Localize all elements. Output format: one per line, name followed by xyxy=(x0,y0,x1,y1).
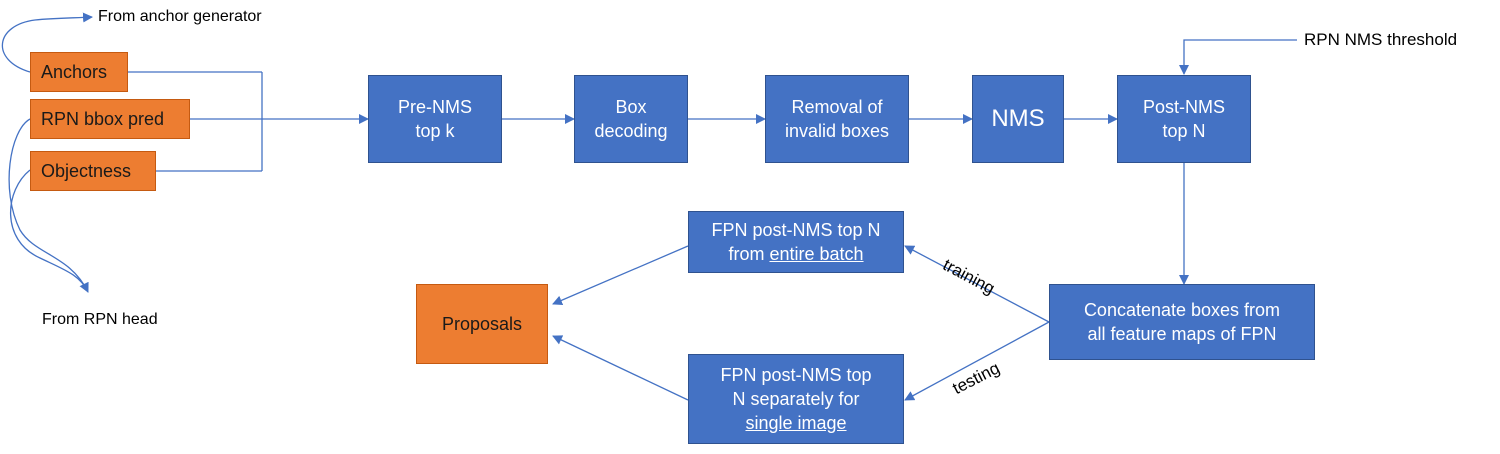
training-box-line-2: from entire batch xyxy=(728,242,863,266)
rpn-head-connector-2 xyxy=(9,169,89,293)
rpn-head-connector-1 xyxy=(8,118,89,293)
testing-to-proposals-arrow xyxy=(552,335,689,401)
fpn-testing-box: FPN post-NMS top N separately for single… xyxy=(688,354,904,444)
concat-to-training-arrow xyxy=(904,245,1050,323)
fpn-training-box: FPN post-NMS top N from entire batch xyxy=(688,211,904,273)
pre-nms-line-1: Pre-NMS xyxy=(397,97,472,117)
training-to-proposals-arrow xyxy=(552,245,689,306)
anchors-box: Anchors xyxy=(30,52,128,92)
rpn-bbox-pred-label: RPN bbox pred xyxy=(41,109,165,129)
box-decoding-line-2: decoding xyxy=(594,121,668,141)
training-box-line-1: FPN post-NMS top N xyxy=(711,220,881,240)
removal-invalid-boxes-box: Removal of invalid boxes xyxy=(765,75,909,163)
testing-box-line-2: N separately for xyxy=(732,389,860,409)
post-nms-line-2: top N xyxy=(1162,121,1206,141)
rpn-bbox-pred-box: RPN bbox pred xyxy=(30,99,190,139)
anchors-label: Anchors xyxy=(41,62,108,82)
nms-threshold-arrow xyxy=(1179,39,1297,75)
training-box-prefix: from xyxy=(728,244,770,264)
removal-line-2: invalid boxes xyxy=(784,121,890,141)
rpn-head-label: From RPN head xyxy=(42,311,158,328)
testing-box-line-1: FPN post-NMS top xyxy=(720,365,872,385)
entire-batch-text: entire batch xyxy=(769,244,864,264)
single-image-text: single image xyxy=(745,413,847,433)
post-nms-line-1: Post-NMS xyxy=(1142,97,1225,117)
concat-line-2: all feature maps of FPN xyxy=(1087,324,1277,344)
concat-line-1: Concatenate boxes from xyxy=(1083,300,1281,320)
proposals-label: Proposals xyxy=(441,314,523,334)
anchor-generator-connector xyxy=(1,12,93,73)
concatenate-boxes-box: Concatenate boxes from all feature maps … xyxy=(1049,284,1315,360)
nms-label: NMS xyxy=(991,105,1045,132)
post-nms-top-n-box: Post-NMS top N xyxy=(1117,75,1251,163)
proposals-box: Proposals xyxy=(416,284,548,364)
concat-to-testing-arrow xyxy=(904,321,1050,401)
removal-line-1: Removal of xyxy=(791,97,883,117)
box-decoding-box: Box decoding xyxy=(574,75,688,163)
objectness-box: Objectness xyxy=(30,151,156,191)
anchor-generator-label: From anchor generator xyxy=(98,8,262,25)
pre-nms-top-k-box: Pre-NMS top k xyxy=(368,75,502,163)
nms-threshold-label: RPN NMS threshold xyxy=(1304,30,1458,49)
pre-nms-line-2: top k xyxy=(415,121,455,141)
box-decoding-line-1: Box xyxy=(615,97,647,117)
nms-box: NMS xyxy=(972,75,1064,163)
objectness-label: Objectness xyxy=(41,161,132,181)
